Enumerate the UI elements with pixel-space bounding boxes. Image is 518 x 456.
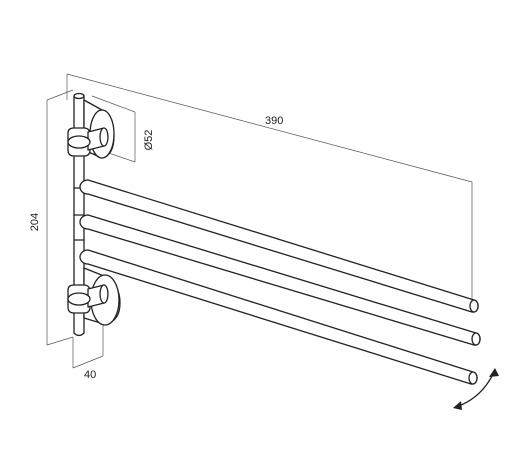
height-guide-bottom: [46, 336, 74, 346]
height-guide-top: [46, 89, 74, 101]
swivel-arm-3: [79, 249, 478, 385]
diameter-label: Ø52: [143, 130, 155, 151]
swivel-arm-1: [79, 179, 479, 313]
swivel-arm-2: [79, 214, 481, 346]
height-label: 204: [29, 213, 41, 231]
length-label: 390: [265, 115, 283, 127]
diameter-guide-top: [91, 95, 136, 113]
depth-guide-base: [72, 355, 104, 369]
bottom-bracket: [67, 284, 109, 314]
length-guide-top: [66, 73, 473, 183]
depth-label: 40: [84, 369, 96, 381]
top-bracket: [67, 127, 109, 157]
swing-arrow-icon: [453, 368, 499, 410]
